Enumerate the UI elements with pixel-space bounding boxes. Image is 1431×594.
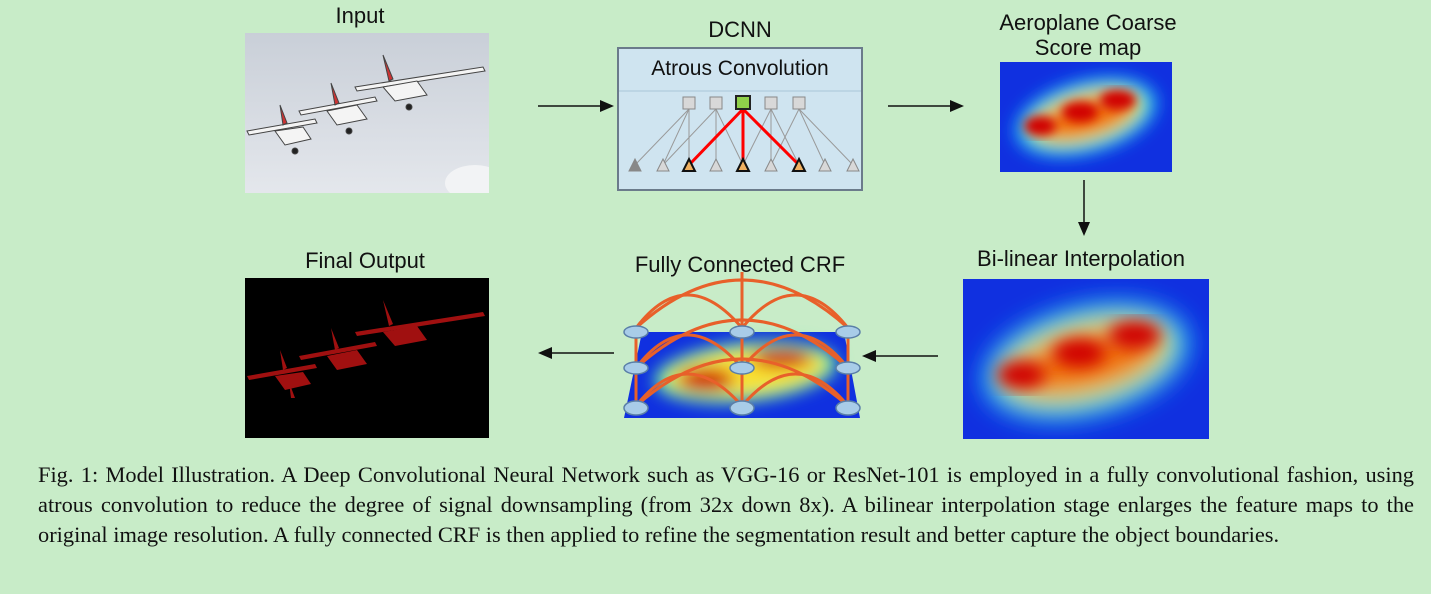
- airplane-icon: [246, 54, 486, 155]
- arrow-down-icon: [1078, 180, 1090, 236]
- bilinear-label: Bi-linear Interpolation: [977, 246, 1185, 271]
- arrow-right-icon: [888, 100, 964, 112]
- crf-label: Fully Connected CRF: [634, 252, 846, 277]
- arrow-left-icon: [538, 347, 614, 359]
- input-image: [245, 33, 489, 193]
- input-label: Input: [335, 3, 385, 28]
- coarse-label-line2: Score map: [1034, 35, 1142, 60]
- arrow-left-icon: [862, 350, 938, 362]
- coarse-label-line1: Aeroplane Coarse: [999, 10, 1177, 35]
- arrow-right-icon: [538, 100, 614, 112]
- dcnn-label: DCNN: [708, 17, 772, 42]
- dcnn-box: Atrous Convolution: [617, 47, 863, 191]
- coarse-score-map: [1000, 62, 1172, 172]
- final-label: Final Output: [305, 248, 425, 273]
- final-output-mask: [245, 278, 489, 438]
- crf-graph: [616, 272, 862, 420]
- figure-caption: Fig. 1: Model Illustration. A Deep Convo…: [38, 462, 1414, 547]
- bilinear-map: [963, 279, 1209, 439]
- atrous-label: Atrous Convolution: [651, 57, 829, 80]
